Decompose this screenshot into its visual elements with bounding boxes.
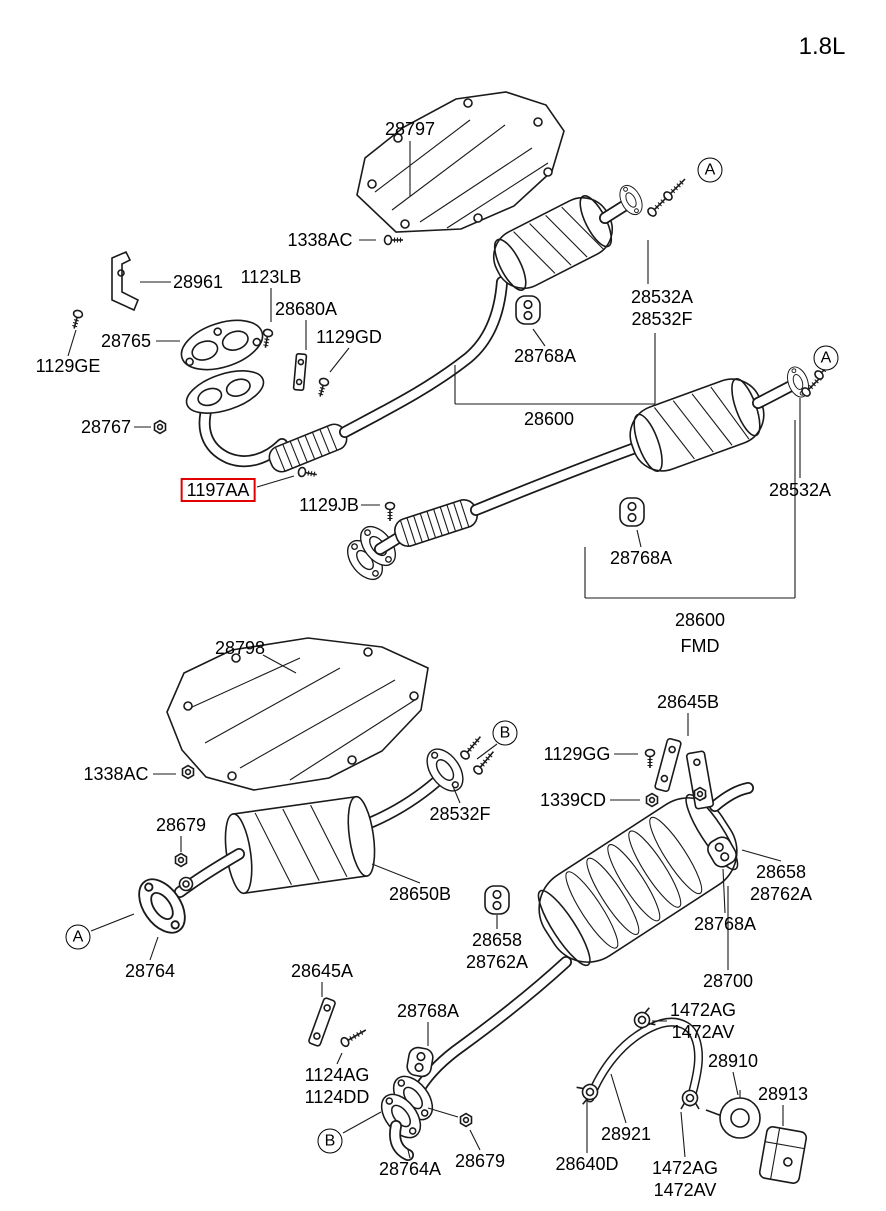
part-label[interactable]: 28921 (600, 1124, 652, 1144)
part-label[interactable]: 28768A (609, 548, 673, 568)
part-label[interactable]: 1338AC (83, 764, 149, 784)
part-label[interactable]: 28532A (630, 287, 694, 307)
part-label[interactable]: 1338AC (287, 230, 353, 250)
connection-marker-A: A (813, 345, 839, 371)
part-label[interactable]: FMD (680, 636, 720, 656)
part-label[interactable]: 28680A (274, 299, 338, 319)
part-label[interactable]: 1129GD (316, 327, 382, 347)
catalytic-converter (492, 195, 614, 291)
engine-variant-label: 1.8L (798, 33, 846, 60)
bolt-1129GE (68, 308, 85, 331)
bracket-28913 (758, 1126, 808, 1184)
part-label[interactable]: 1339CD (539, 790, 607, 810)
bracket-28961 (111, 250, 140, 312)
part-label[interactable]: 1129JB (299, 495, 359, 515)
part-label[interactable]: 28798 (214, 638, 266, 658)
part-label[interactable]: 28600 (523, 409, 575, 429)
part-label[interactable]: 28532F (429, 804, 491, 824)
rear-muffler-assembly (404, 737, 754, 1094)
connection-marker-B: B (317, 1128, 343, 1154)
part-label[interactable]: 28764A (378, 1159, 442, 1179)
part-label[interactable]: 28913 (757, 1084, 809, 1104)
part-label[interactable]: 28768A (693, 914, 757, 934)
part-label[interactable]: 28532F (631, 309, 693, 329)
part-label[interactable]: 1129GG (543, 744, 611, 764)
part-label[interactable]: 28650B (388, 884, 452, 904)
part-label[interactable]: 1472AG (669, 1000, 737, 1020)
heat-shield-28797 (356, 91, 565, 233)
part-label[interactable]: 1472AG (651, 1158, 719, 1178)
gasket-28765 (180, 319, 264, 371)
part-label[interactable]: 28797 (384, 119, 436, 139)
part-label[interactable]: 1472AV (653, 1180, 717, 1200)
connecting-pipe-28764A (308, 997, 473, 1161)
part-label[interactable]: 28658 (755, 862, 807, 882)
bolt-1338AC (383, 234, 404, 246)
connection-marker-A: A (697, 157, 723, 183)
part-label[interactable]: 28765 (100, 331, 152, 351)
part-label[interactable]: 28767 (80, 417, 132, 437)
connection-marker-A: A (65, 924, 91, 950)
tail-hose-valve-assembly (575, 1006, 808, 1184)
part-label-selected[interactable]: 1197AA (180, 478, 256, 502)
part-label[interactable]: 1124DD (304, 1087, 370, 1107)
part-label[interactable]: 28910 (707, 1051, 759, 1071)
part-label[interactable]: 28658 (471, 930, 523, 950)
part-label[interactable]: 28600 (674, 610, 726, 630)
leader-lines (67, 141, 801, 1159)
part-label[interactable]: 28532A (768, 480, 832, 500)
part-label[interactable]: 28764 (124, 961, 176, 981)
part-label[interactable]: 28961 (172, 272, 224, 292)
bolt-1197AA (296, 466, 319, 480)
center-muffler-assembly (138, 732, 498, 934)
bracket-28680A (292, 352, 308, 392)
part-label[interactable]: 28645B (656, 692, 720, 712)
part-label[interactable]: 28762A (749, 884, 813, 904)
part-label[interactable]: 28700 (702, 971, 754, 991)
front-pipe-assembly (180, 175, 689, 473)
part-label[interactable]: 1472AV (671, 1022, 735, 1042)
flex-coupling (268, 423, 348, 473)
bolt-1129JB (384, 501, 396, 522)
part-label[interactable]: 28640D (555, 1154, 619, 1174)
heat-shield-28798 (166, 637, 429, 791)
part-label[interactable]: 28645A (290, 961, 354, 981)
part-label[interactable]: 1129GE (35, 356, 101, 376)
fmd-pipe-assembly (339, 354, 840, 587)
part-label[interactable]: 1123LB (240, 267, 302, 287)
part-label[interactable]: 28768A (396, 1001, 460, 1021)
nut-1338AC (181, 764, 195, 780)
part-label[interactable]: 28768A (513, 346, 577, 366)
connection-marker-B: B (492, 720, 518, 746)
part-label[interactable]: 28679 (155, 815, 207, 835)
part-label[interactable]: 1124AG (304, 1065, 370, 1085)
bolt-1129GD (314, 376, 331, 399)
part-label[interactable]: 28762A (465, 952, 529, 972)
part-label[interactable]: 28679 (454, 1151, 506, 1171)
nut-28767 (153, 419, 167, 435)
